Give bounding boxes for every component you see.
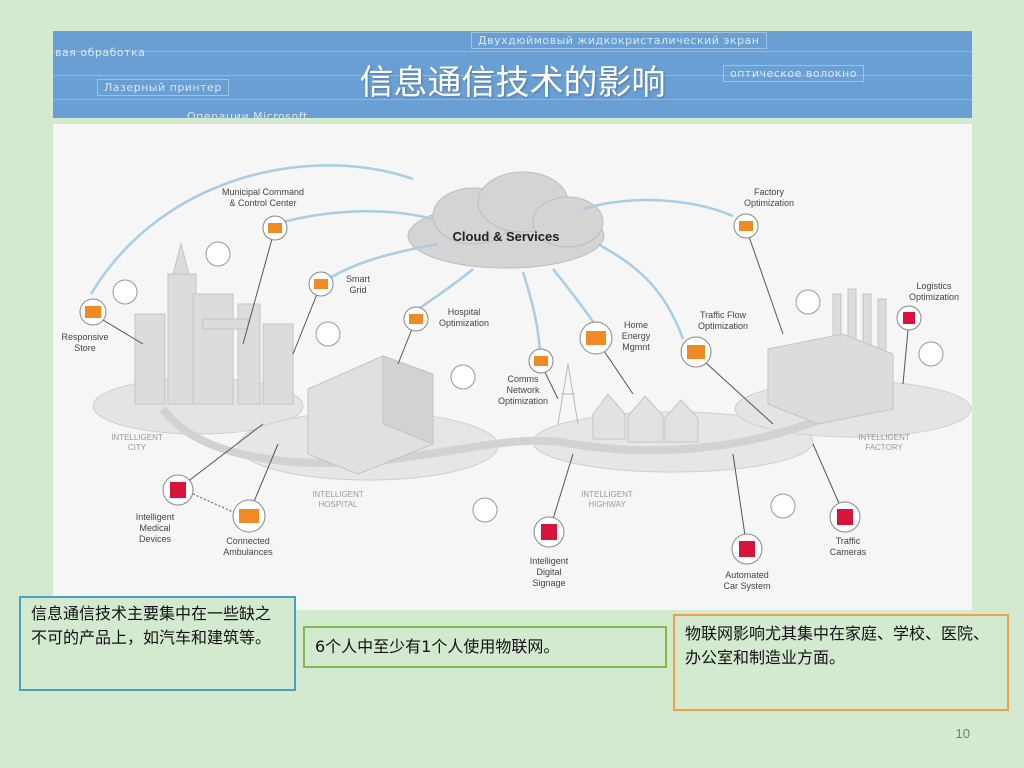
banner-word: оптическое волокно [723,65,864,82]
hospital-building [307,355,434,475]
label-responsive-store: Responsive Store [61,332,109,353]
label-car-system: Automated Car System [723,570,771,591]
page-number: 10 [955,726,970,741]
label-ambulances: Connected Ambulances [223,536,273,557]
zone-city: INTELLIGENT CITY [111,433,163,452]
cloud-shape [407,171,605,269]
note-right: 物联网影响尤其集中在家庭、学校、医院、办公室和制造业方面。 [673,614,1009,711]
label-signage: Intelligent Digital Signage [529,556,569,588]
banner-word: Двухдюймовый жидкокристалический экран [471,32,767,49]
label-municipal: Municipal Command & Control Center [221,187,305,208]
title-banner: вая обработка Двухдюймовый жидкокристали… [53,31,972,118]
zone-factory: INTELLIGENT FACTORY [858,433,910,452]
houses [592,393,699,443]
label-home-energy: Home Energy Mgmnt [621,320,651,352]
dotted-link [192,493,234,513]
road-ring [159,398,874,468]
comms-tower [557,363,579,425]
banner-word: Операции Microsoft [187,110,308,118]
zone-highway: INTELLIGENT HIGHWAY [581,490,633,509]
note-left: 信息通信技术主要集中在一些缺之不可的产品上，如汽车和建筑等。 [19,596,296,691]
label-medical: Intelligent Medical Devices [135,512,175,544]
city-buildings [134,242,294,405]
label-logistics: Logistics Optimization [908,281,960,302]
label-comms: Comms Network Optimization [497,374,549,406]
label-traffic-cameras: Traffic Cameras [829,536,867,557]
cloud-label: Cloud & Services [452,229,560,244]
orange-nodes [79,213,759,533]
red-nodes [162,305,922,565]
label-factory-opt: Factory Optimization [743,187,795,208]
zone-hospital: INTELLIGENT HOSPITAL [312,490,364,509]
factory-building [767,288,894,425]
note-middle: 6个人中至少有1个人使用物联网。 [303,626,667,668]
diagram-illustration [79,164,972,565]
iot-diagram: Cloud & Services Municipal Command & Con… [53,124,972,610]
connection-arrows [89,164,734,353]
label-traffic-flow: Traffic Flow Optimization [697,310,749,331]
banner-word: Лазерный принтер [97,79,229,96]
sensor-nodes [112,241,944,523]
slide-title: 信息通信技术的影响 [359,63,666,103]
label-smart-grid: Smart Grid [345,274,370,295]
banner-word: вая обработка [55,46,146,59]
label-hospital-opt: Hospital Optimization [438,307,490,328]
